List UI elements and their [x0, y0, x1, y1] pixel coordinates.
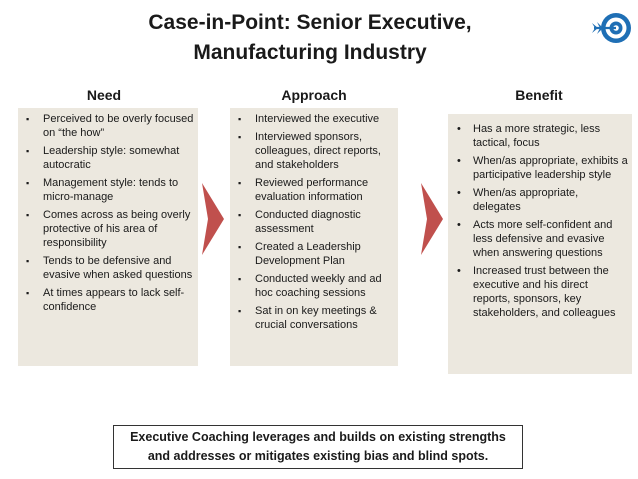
bullet-icon: ▪ — [238, 210, 242, 220]
summary-line-1: Executive Coaching leverages and builds … — [130, 430, 506, 444]
need-item: ▪ Tends to be defensive and evasive when … — [24, 254, 194, 282]
bullet-icon: ▪ — [26, 256, 30, 266]
bullet-icon: ▪ — [238, 132, 242, 142]
title-line-2: Manufacturing Industry — [193, 41, 427, 64]
approach-item: ▪ Created a Leadership Development Plan — [236, 240, 394, 268]
bullet-icon: ▪ — [26, 114, 30, 124]
benefit-item-text: Has a more strategic, less tactical, foc… — [473, 123, 601, 149]
approach-item: ▪ Conducted weekly and ad hoc coaching se… — [236, 272, 394, 300]
need-heading: Need — [86, 87, 122, 103]
need-box: ▪ Perceived to be overly focused on “the … — [18, 108, 198, 366]
need-item-text: At times appears to lack self-confidence — [43, 287, 185, 313]
approach-item-text: Interviewed sponsors, colleagues, direct… — [255, 131, 381, 171]
approach-item-text: Conducted weekly and ad hoc coaching ses… — [255, 273, 382, 299]
need-item: ▪ Management style: tends to micro-manage — [24, 176, 194, 204]
chevron-right-icon — [202, 183, 224, 255]
approach-box: ▪ Interviewed the executive ▪ Interviewed s… — [230, 108, 398, 366]
need-item: ▪ Perceived to be overly focused on “the … — [24, 112, 194, 140]
bullet-icon: ▪ — [238, 114, 242, 124]
benefit-item: • Increased trust between the executive a… — [454, 264, 628, 320]
benefit-item-text: When/as appropriate, delegates — [473, 187, 579, 213]
bullet-icon: ▪ — [238, 178, 242, 188]
approach-item: ▪ Conducted diagnostic assessment — [236, 208, 394, 236]
target-arrow-icon — [592, 13, 631, 43]
need-item: ▪ Leadership style: somewhat autocratic — [24, 144, 194, 172]
benefit-item: • When/as appropriate, exhibits a partici… — [454, 154, 628, 182]
bullet-icon: • — [457, 187, 461, 199]
need-item: ▪ Comes across as being overly protective… — [24, 208, 194, 250]
title-line-1: Case-in-Point: Senior Executive, — [148, 11, 472, 34]
bullet-icon: • — [457, 155, 461, 167]
need-item-text: Perceived to be overly focused on “the h… — [43, 113, 194, 139]
bullet-icon: ▪ — [26, 210, 30, 220]
chevron-right-icon — [421, 183, 443, 255]
approach-item-text: Interviewed the executive — [255, 113, 380, 125]
summary-box: Executive Coaching leverages and builds … — [113, 425, 523, 469]
need-item-text: Tends to be defensive and evasive when a… — [43, 255, 193, 281]
benefit-box: • Has a more strategic, less tactical, fo… — [448, 114, 632, 374]
approach-item: ▪ Sat in on key meetings & crucial conver… — [236, 304, 394, 332]
bullet-icon: ▪ — [238, 242, 242, 252]
approach-item: ▪ Reviewed performance evaluation informa… — [236, 176, 394, 204]
approach-item: ▪ Interviewed sponsors, colleagues, direc… — [236, 130, 394, 172]
approach-item: ▪ Interviewed the executive — [236, 112, 394, 126]
approach-item-text: Sat in on key meetings & crucial convers… — [255, 305, 377, 331]
bullet-icon: • — [457, 123, 461, 135]
benefit-list: • Has a more strategic, less tactical, fo… — [454, 122, 628, 320]
bullet-icon: • — [457, 265, 461, 277]
bullet-icon: ▪ — [26, 146, 30, 156]
approach-list: ▪ Interviewed the executive ▪ Interviewed s… — [236, 112, 394, 332]
bullet-icon: ▪ — [238, 274, 242, 284]
bullet-icon: • — [457, 219, 461, 231]
bullet-icon: ▪ — [26, 178, 30, 188]
page-title: Case-in-Point: Senior Executive, Manufac… — [90, 8, 530, 68]
need-item: ▪ At times appears to lack self-confidenc… — [24, 286, 194, 314]
benefit-item: • When/as appropriate, delegates — [454, 186, 628, 214]
benefit-item: • Has a more strategic, less tactical, fo… — [454, 122, 628, 150]
benefit-item-text: When/as appropriate, exhibits a particip… — [473, 155, 628, 181]
need-item-text: Management style: tends to micro-manage — [43, 177, 179, 203]
benefit-item: • Acts more self-confident and less defen… — [454, 218, 628, 260]
bullet-icon: ▪ — [26, 288, 30, 298]
bullet-icon: ▪ — [238, 306, 242, 316]
benefit-item-text: Acts more self-confident and less defens… — [473, 219, 613, 259]
summary-line-2: and addresses or mitigates existing bias… — [147, 449, 489, 463]
benefit-item-text: Increased trust between the executive an… — [473, 265, 616, 319]
need-list: ▪ Perceived to be overly focused on “the … — [24, 112, 194, 314]
approach-heading: Approach — [281, 87, 347, 103]
need-item-text: Comes across as being overly protective … — [43, 209, 191, 249]
approach-item-text: Conducted diagnostic assessment — [255, 209, 361, 235]
benefit-heading: Benefit — [515, 87, 563, 103]
approach-item-text: Reviewed performance evaluation informat… — [255, 177, 369, 203]
approach-item-text: Created a Leadership Development Plan — [255, 241, 361, 267]
need-item-text: Leadership style: somewhat autocratic — [43, 145, 180, 171]
